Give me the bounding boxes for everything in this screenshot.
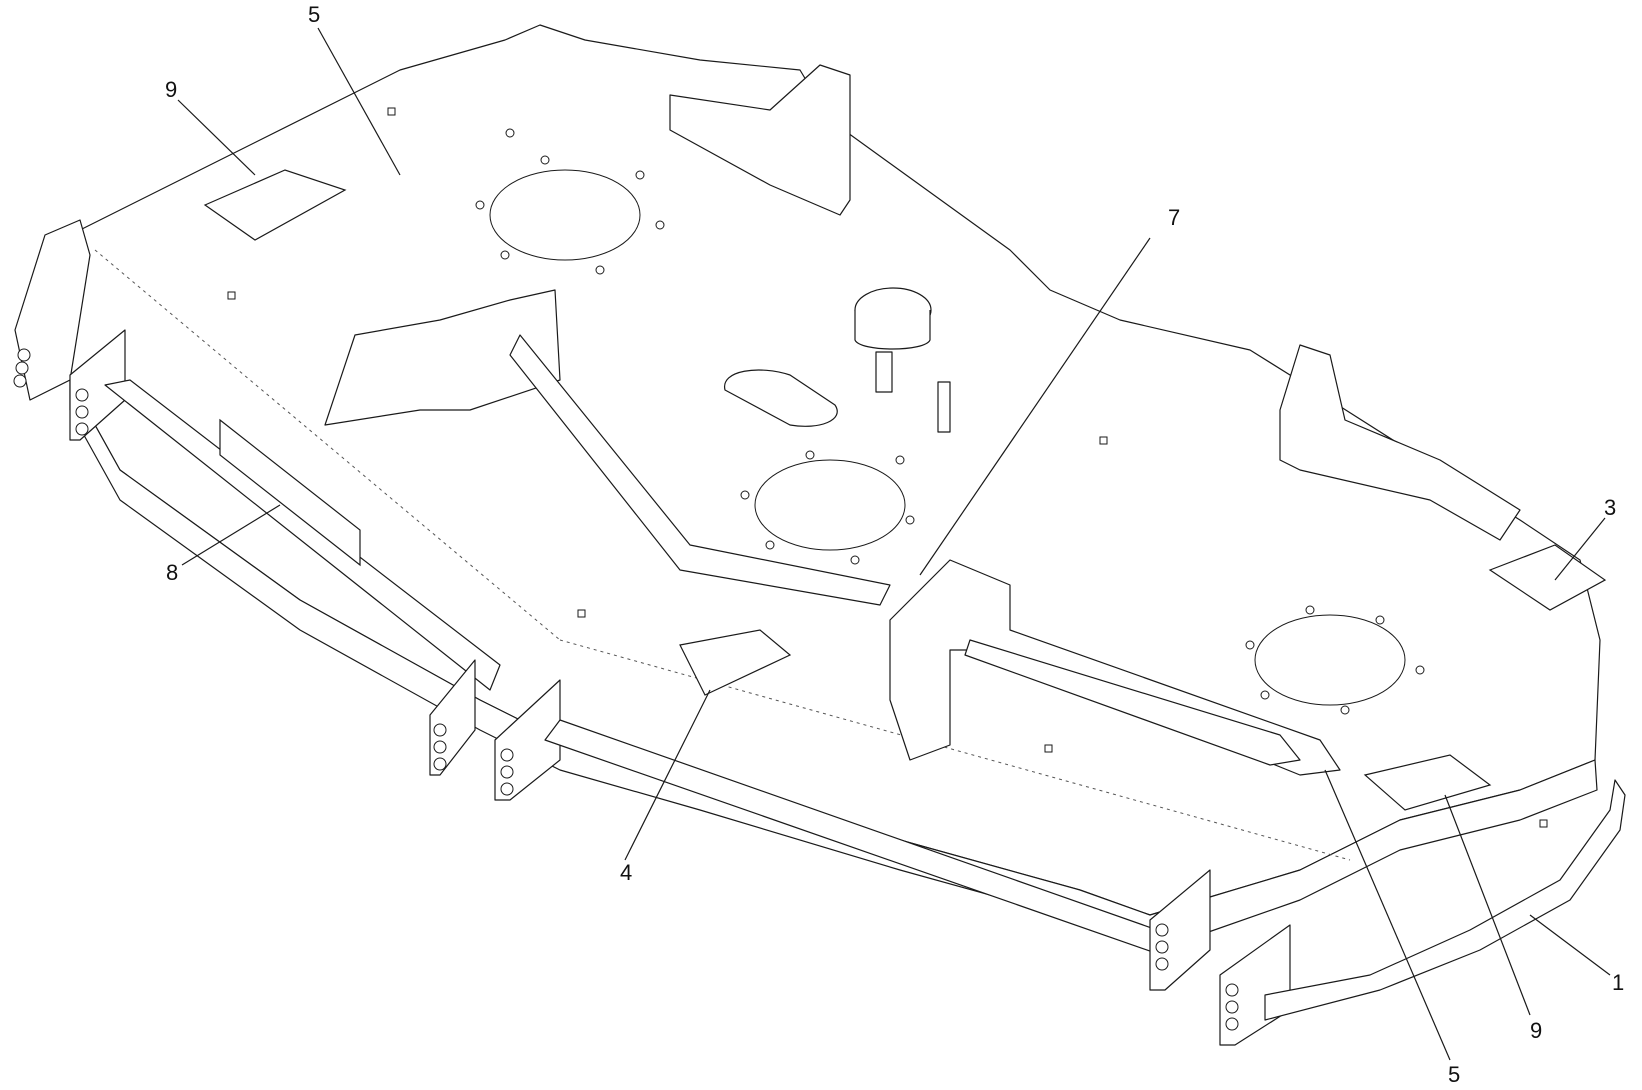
idler-arm-plate: [724, 369, 838, 427]
leader-9-bottom: [1444, 794, 1531, 1016]
right-spindle-opening: [1254, 614, 1406, 706]
left-baffle-bracket: [324, 289, 561, 426]
hitch-hole: [500, 765, 514, 779]
bracket-hole: [15, 361, 29, 375]
left-spindle-opening: [489, 169, 641, 261]
decal-item-9-top: [203, 169, 347, 241]
deck-fold-line-left: [94, 249, 561, 641]
hitch-hole: [500, 782, 514, 796]
idler-shaft: [875, 351, 893, 393]
hitch-hole: [1225, 983, 1239, 997]
center-v-baffle: [509, 334, 891, 606]
callout-5-bottom: 5: [1448, 1062, 1460, 1087]
leader-9-top: [177, 99, 256, 176]
deck-slots: [227, 107, 1548, 828]
leader-5-top: [317, 27, 401, 176]
center-spindle-opening: [754, 459, 906, 551]
bracket-hole: [17, 348, 31, 362]
callout-4: 4: [620, 860, 632, 885]
leader-8: [181, 504, 281, 566]
decal-item-9-bottom: [1363, 754, 1492, 811]
right-baffle-bracket: [1279, 344, 1521, 541]
hitch-hole: [1155, 940, 1169, 954]
decal-item-8: [219, 418, 361, 567]
leader-7: [919, 237, 1151, 576]
hitch-hole: [500, 748, 514, 762]
deck-bumper-trim: [1264, 779, 1626, 1021]
callout-1: 1: [1612, 970, 1624, 995]
bracket-hole: [13, 374, 27, 388]
left-hitch-bracket: [14, 219, 91, 401]
hitch-hole: [75, 388, 89, 402]
decal-item-4: [679, 629, 792, 696]
callout-7: 7: [1168, 205, 1180, 230]
rear-mount-bracket: [669, 64, 851, 216]
callout-8: 8: [166, 560, 178, 585]
leader-5-bottom: [1324, 769, 1451, 1061]
hitch-hole: [75, 405, 89, 419]
hitch-hole: [1155, 923, 1169, 937]
idler-pulley-body: [854, 310, 931, 350]
spindle-bolt-holes: [475, 128, 1425, 715]
hitch-hole: [1225, 1017, 1239, 1031]
left-cross-tube: [104, 379, 501, 691]
hitch-hole: [1155, 957, 1169, 971]
rear-blade-baffle: [964, 639, 1301, 766]
leader-4: [624, 689, 711, 861]
callout-9-top: 9: [165, 77, 177, 102]
hitch-hole: [75, 422, 89, 436]
hitch-hole: [433, 723, 447, 737]
stud-pin: [937, 381, 951, 433]
callout-5-top: 5: [308, 2, 320, 27]
hitch-hole: [433, 757, 447, 771]
hitch-hole: [433, 740, 447, 754]
leader-3: [1554, 517, 1606, 581]
leader-1: [1529, 914, 1611, 976]
hitch-hole: [1225, 1000, 1239, 1014]
callout-3: 3: [1604, 495, 1616, 520]
callout-9-bottom: 9: [1530, 1018, 1542, 1043]
decal-item-3: [1488, 544, 1607, 611]
